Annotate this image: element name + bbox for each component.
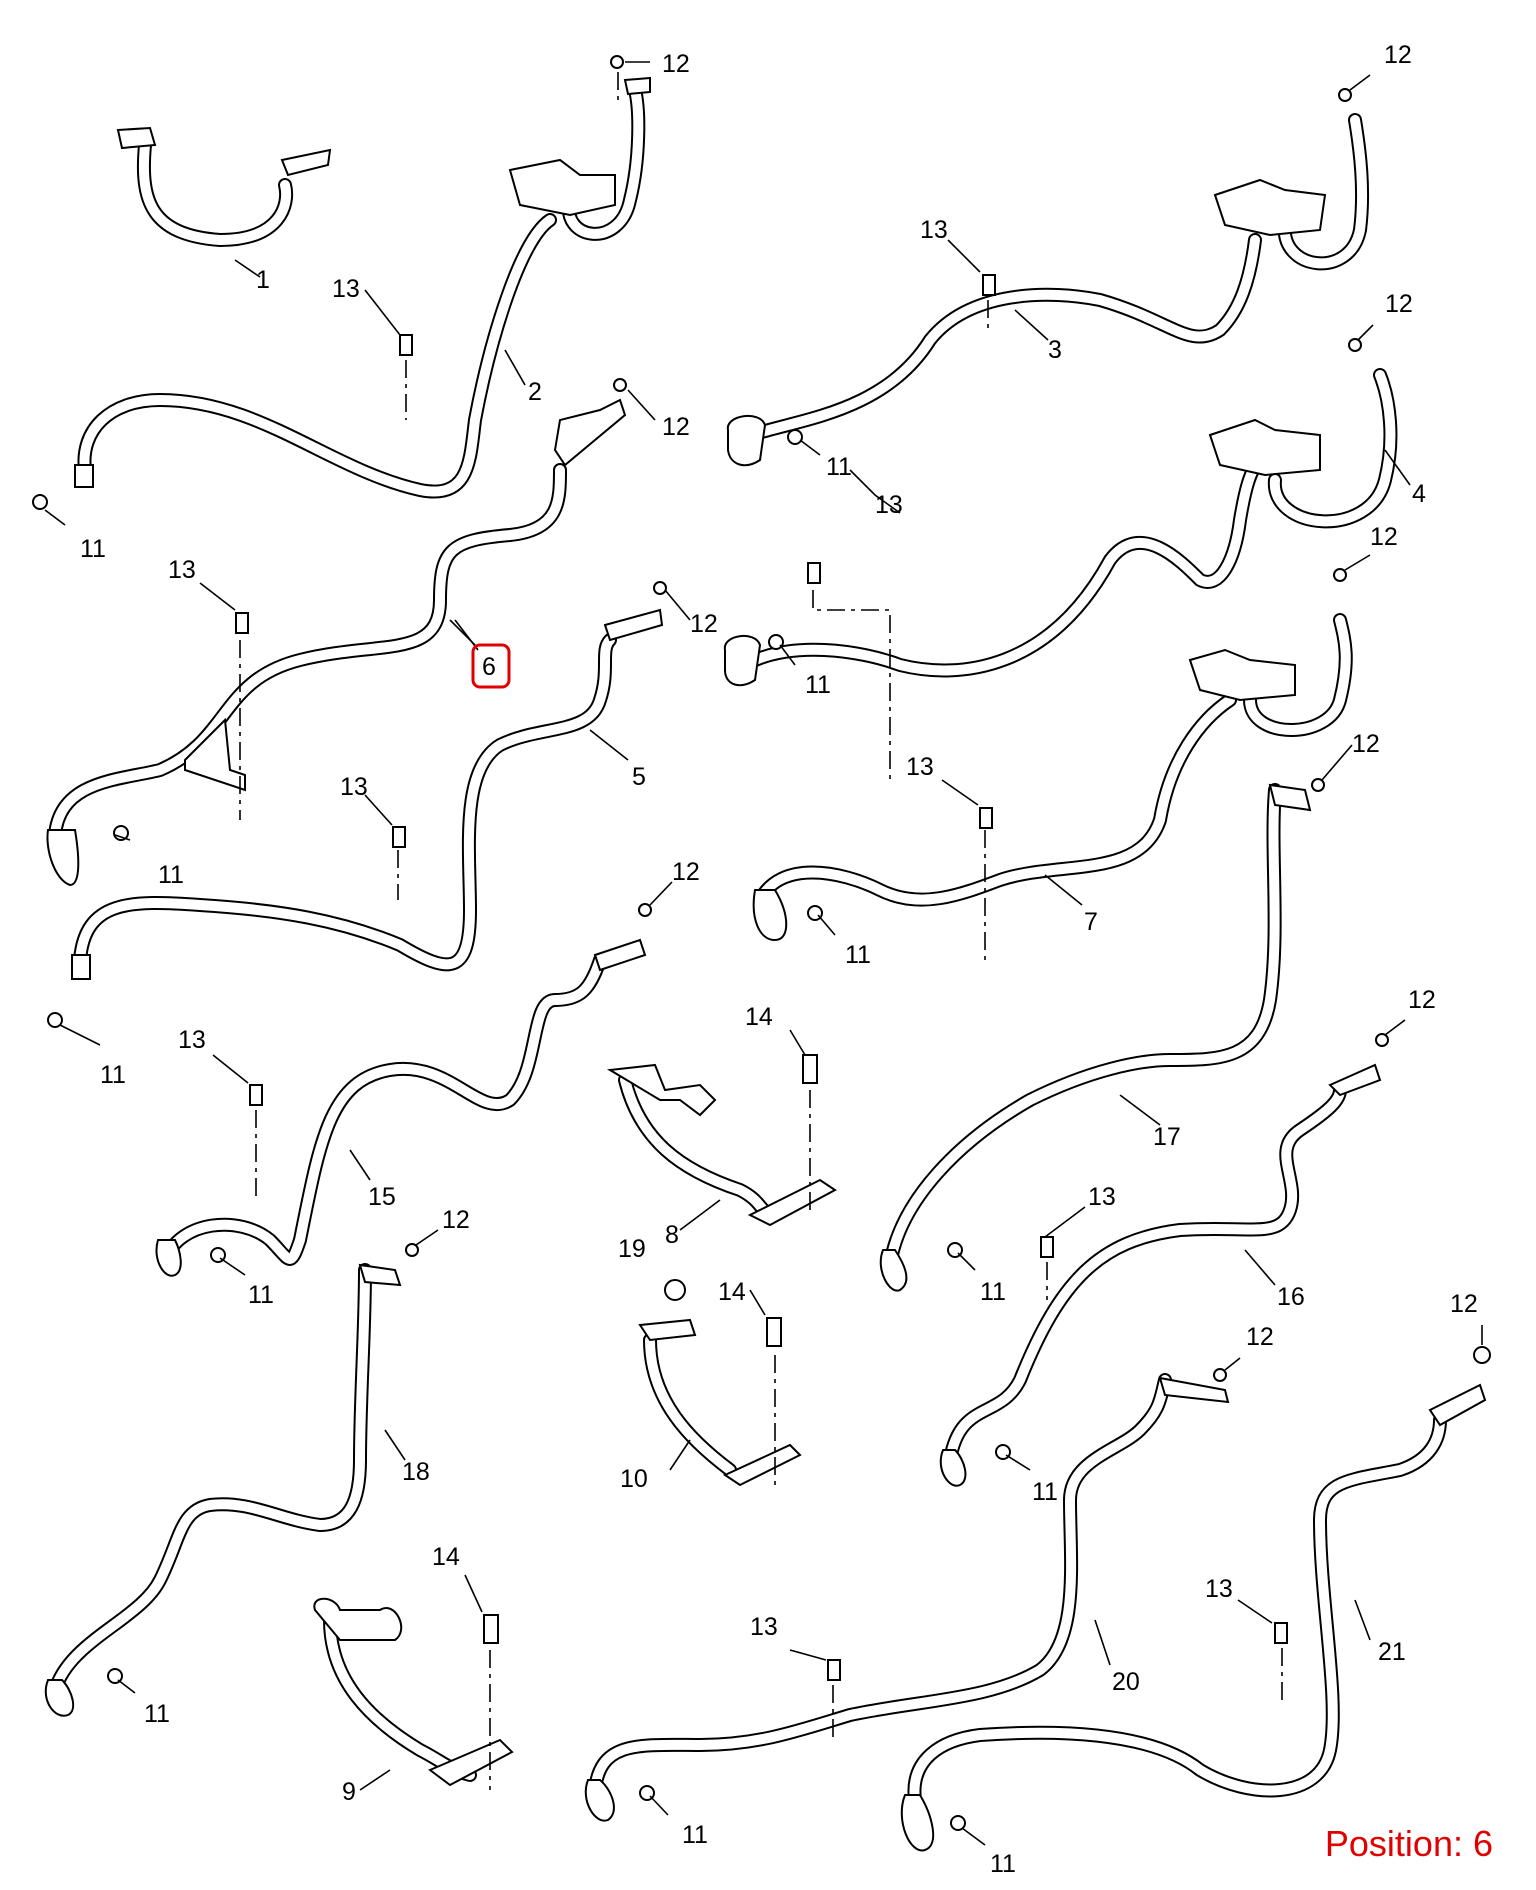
cable-part-9[interactable] — [313, 1597, 514, 1787]
cable-part-1[interactable] — [116, 126, 332, 247]
callout-11[interactable]: 11 — [826, 453, 852, 481]
cable-part-2[interactable] — [74, 76, 651, 499]
callout-7[interactable]: 7 — [1084, 908, 1098, 936]
cable-part-10[interactable] — [638, 1318, 802, 1487]
callout-8[interactable]: 8 — [665, 1221, 679, 1249]
callout-18[interactable]: 18 — [402, 1458, 430, 1486]
callout-13[interactable]: 13 — [1205, 1575, 1233, 1603]
highlighted-callout-6[interactable]: 6 — [454, 619, 511, 689]
callout-12[interactable]: 12 — [662, 413, 690, 441]
callout-12[interactable]: 12 — [672, 858, 700, 886]
callout-9[interactable]: 9 — [342, 1778, 356, 1806]
callout-12[interactable]: 12 — [662, 50, 690, 78]
callout-6: 6 — [482, 653, 496, 681]
callout-1[interactable]: 1 — [256, 266, 270, 294]
callout-13[interactable]: 13 — [340, 773, 368, 801]
callout-13[interactable]: 13 — [906, 753, 934, 781]
callout-15[interactable]: 15 — [368, 1183, 396, 1211]
callout-12[interactable]: 12 — [1246, 1323, 1274, 1351]
callout-4[interactable]: 4 — [1412, 480, 1426, 508]
bolt-icons — [235, 274, 1288, 1681]
callout-11[interactable]: 11 — [980, 1278, 1006, 1306]
cable-part-4[interactable] — [723, 368, 1398, 687]
cable-part-7[interactable] — [752, 613, 1353, 942]
callout-11[interactable]: 11 — [144, 1700, 170, 1728]
cable-part-17[interactable] — [879, 783, 1312, 1292]
callout-13[interactable]: 13 — [920, 216, 948, 244]
callout-12[interactable]: 12 — [1370, 523, 1398, 551]
leader-lines — [44, 61, 1483, 1846]
callout-13[interactable]: 13 — [332, 275, 360, 303]
callout-16[interactable]: 16 — [1277, 1283, 1305, 1311]
callout-11[interactable]: 11 — [1032, 1478, 1058, 1506]
callout-12[interactable]: 12 — [1352, 730, 1380, 758]
callout-12[interactable]: 12 — [442, 1206, 470, 1234]
callout-12[interactable]: 12 — [690, 610, 718, 638]
position-indicator: Position: 6 — [1324, 1823, 1493, 1864]
assembly-lines — [239, 72, 1283, 1790]
callout-2[interactable]: 2 — [528, 378, 542, 406]
cable-part-16[interactable] — [939, 1063, 1382, 1487]
callout-13[interactable]: 13 — [1088, 1183, 1116, 1211]
cable-part-5[interactable] — [71, 608, 664, 980]
callout-14[interactable]: 14 — [745, 1003, 773, 1031]
callout-10[interactable]: 10 — [620, 1465, 648, 1493]
cable-part-8[interactable] — [606, 1063, 837, 1227]
cable-part-21[interactable] — [900, 1383, 1487, 1852]
cable-part-3[interactable] — [726, 113, 1370, 467]
callout-11[interactable]: 11 — [990, 1850, 1016, 1878]
callout-20[interactable]: 20 — [1112, 1668, 1140, 1696]
callout-labels: 1 2 3 4 5 7 8 9 10 15 16 17 18 20 21 12 … — [80, 41, 1478, 1878]
nut-icons — [32, 55, 1491, 1831]
callout-13[interactable]: 13 — [875, 491, 903, 519]
callout-12[interactable]: 12 — [1408, 986, 1436, 1014]
cable-part-15[interactable] — [155, 938, 647, 1277]
callout-14[interactable]: 14 — [718, 1278, 746, 1306]
callout-12[interactable]: 12 — [1450, 1290, 1478, 1318]
callout-5[interactable]: 5 — [632, 763, 646, 791]
callout-12[interactable]: 12 — [1384, 41, 1412, 69]
callout-14[interactable]: 14 — [432, 1543, 460, 1571]
callout-11[interactable]: 11 — [805, 671, 831, 699]
callout-3[interactable]: 3 — [1048, 336, 1062, 364]
callout-11[interactable]: 11 — [248, 1281, 274, 1309]
callout-11[interactable]: 11 — [845, 941, 871, 969]
callout-12[interactable]: 12 — [1385, 290, 1413, 318]
callout-11[interactable]: 11 — [682, 1821, 708, 1849]
callout-13[interactable]: 13 — [178, 1026, 206, 1054]
callout-13[interactable]: 13 — [168, 556, 196, 584]
callout-19[interactable]: 19 — [618, 1235, 646, 1263]
cable-part-20[interactable] — [584, 1373, 1230, 1822]
callout-13[interactable]: 13 — [750, 1613, 778, 1641]
callout-11[interactable]: 11 — [80, 535, 106, 563]
callout-11[interactable]: 11 — [158, 861, 184, 889]
cable-part-18[interactable] — [44, 1263, 402, 1717]
cable-part-6[interactable] — [46, 398, 627, 887]
callout-17[interactable]: 17 — [1153, 1123, 1181, 1151]
callout-21[interactable]: 21 — [1378, 1638, 1406, 1666]
callout-11[interactable]: 11 — [100, 1061, 126, 1089]
